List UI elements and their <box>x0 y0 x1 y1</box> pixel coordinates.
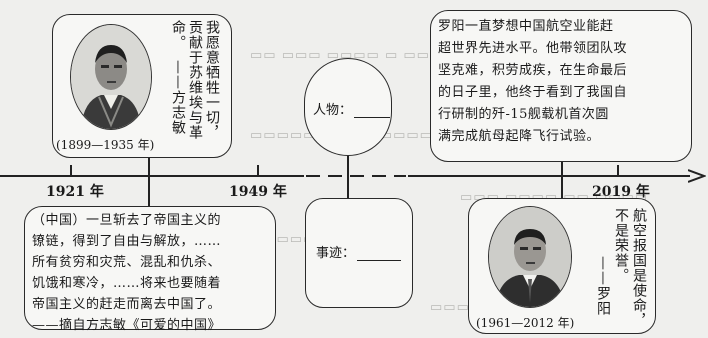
fang-zhimin-attribution: ——方志敏 <box>170 60 186 135</box>
china-quote-line-6: ——摘自方志敏《可爱的中国》 <box>32 318 222 333</box>
luo-yang-quote-line-1: 航空报国是使命， <box>631 208 647 328</box>
luo-yang-bio-line-5: 行研制的歼-15舰载机首次圆 <box>438 107 609 122</box>
fang-zhimin-quote-line-2: 贡献于苏维埃与革 <box>187 20 203 140</box>
person-field: 人物： <box>313 99 391 118</box>
luo-yang-bio-line-1: 罗阳一直梦想中国航空业能赶 <box>438 19 614 34</box>
portrait-image <box>489 207 571 307</box>
person-blank-card <box>304 58 392 156</box>
deed-field: 事迹： <box>316 242 402 261</box>
deed-label: 事迹： <box>316 246 356 261</box>
china-quote-line-3: 所有贫穷和灾荒、混乱和仇杀、 <box>32 255 222 270</box>
luo-yang-lifespan: (1961—2012 年) <box>476 316 575 330</box>
year-label-1949: 1949 年 <box>229 184 287 200</box>
timeline-axis-left <box>0 175 304 177</box>
year-label-1921: 1921 年 <box>46 184 104 200</box>
connector-person <box>347 156 349 200</box>
luo-yang-portrait <box>488 206 572 308</box>
luo-yang-bio-line-3: 坚克难，积劳成疾，在生命最后 <box>438 63 628 78</box>
timeline-axis-gap <box>306 175 406 177</box>
year-label-2019: 2019 年 <box>592 184 650 200</box>
luo-yang-attribution: ——罗阳 <box>595 256 611 316</box>
fang-zhimin-lifespan: (1899—1935 年) <box>56 138 155 152</box>
person-label: 人物： <box>313 103 353 118</box>
china-quote-line-2: 镣链，得到了自由与解放，…… <box>32 234 222 249</box>
deed-blank[interactable] <box>357 246 402 261</box>
fang-zhimin-portrait <box>70 24 152 130</box>
connector-fang-zhimin <box>148 158 150 212</box>
luo-yang-bio-line-6: 满完成航母起降飞行试验。 <box>438 129 601 144</box>
tick-2019 <box>617 165 619 176</box>
luo-yang-bio-line-4: 的日子里，他终于看到了我国自 <box>438 85 628 100</box>
fang-zhimin-quote-line-3: 命。 <box>170 20 186 50</box>
china-quote-card <box>24 206 276 330</box>
tick-1921 <box>70 165 72 176</box>
timeline-arrow-icon <box>688 169 706 183</box>
person-blank[interactable] <box>354 103 391 118</box>
luo-yang-bio-line-2: 超世界先进水平。他带领团队攻 <box>438 41 628 56</box>
luo-yang-quote-line-2: 不是荣誉。 <box>613 208 629 283</box>
fang-zhimin-quote-line-1: 我愿意牺牲一切， <box>204 20 220 140</box>
luo-yang-bio-card <box>430 10 692 162</box>
tick-1949 <box>257 165 259 176</box>
deeds-blank-card <box>305 198 413 308</box>
luo-yang-bio-text: 罗阳一直梦想中国航空业能赶 超世界先进水平。他带领团队攻 坚克难，积劳成疾，在生… <box>438 16 690 148</box>
china-quote-line-4: 饥饿和寒冷，……将来也要随着 <box>32 276 222 291</box>
china-quote-line-5: 帝国主义的赶走而离去中国了。 <box>32 297 222 312</box>
connector-luo-yang <box>561 162 563 198</box>
portrait-image <box>71 25 151 129</box>
china-quote-text: （中国）一旦斩去了帝国主义的 镣链，得到了自由与解放，…… 所有贫穷和灾荒、混乱… <box>32 210 272 336</box>
timeline-axis-right <box>408 175 690 177</box>
china-quote-line-1: （中国）一旦斩去了帝国主义的 <box>32 213 222 228</box>
